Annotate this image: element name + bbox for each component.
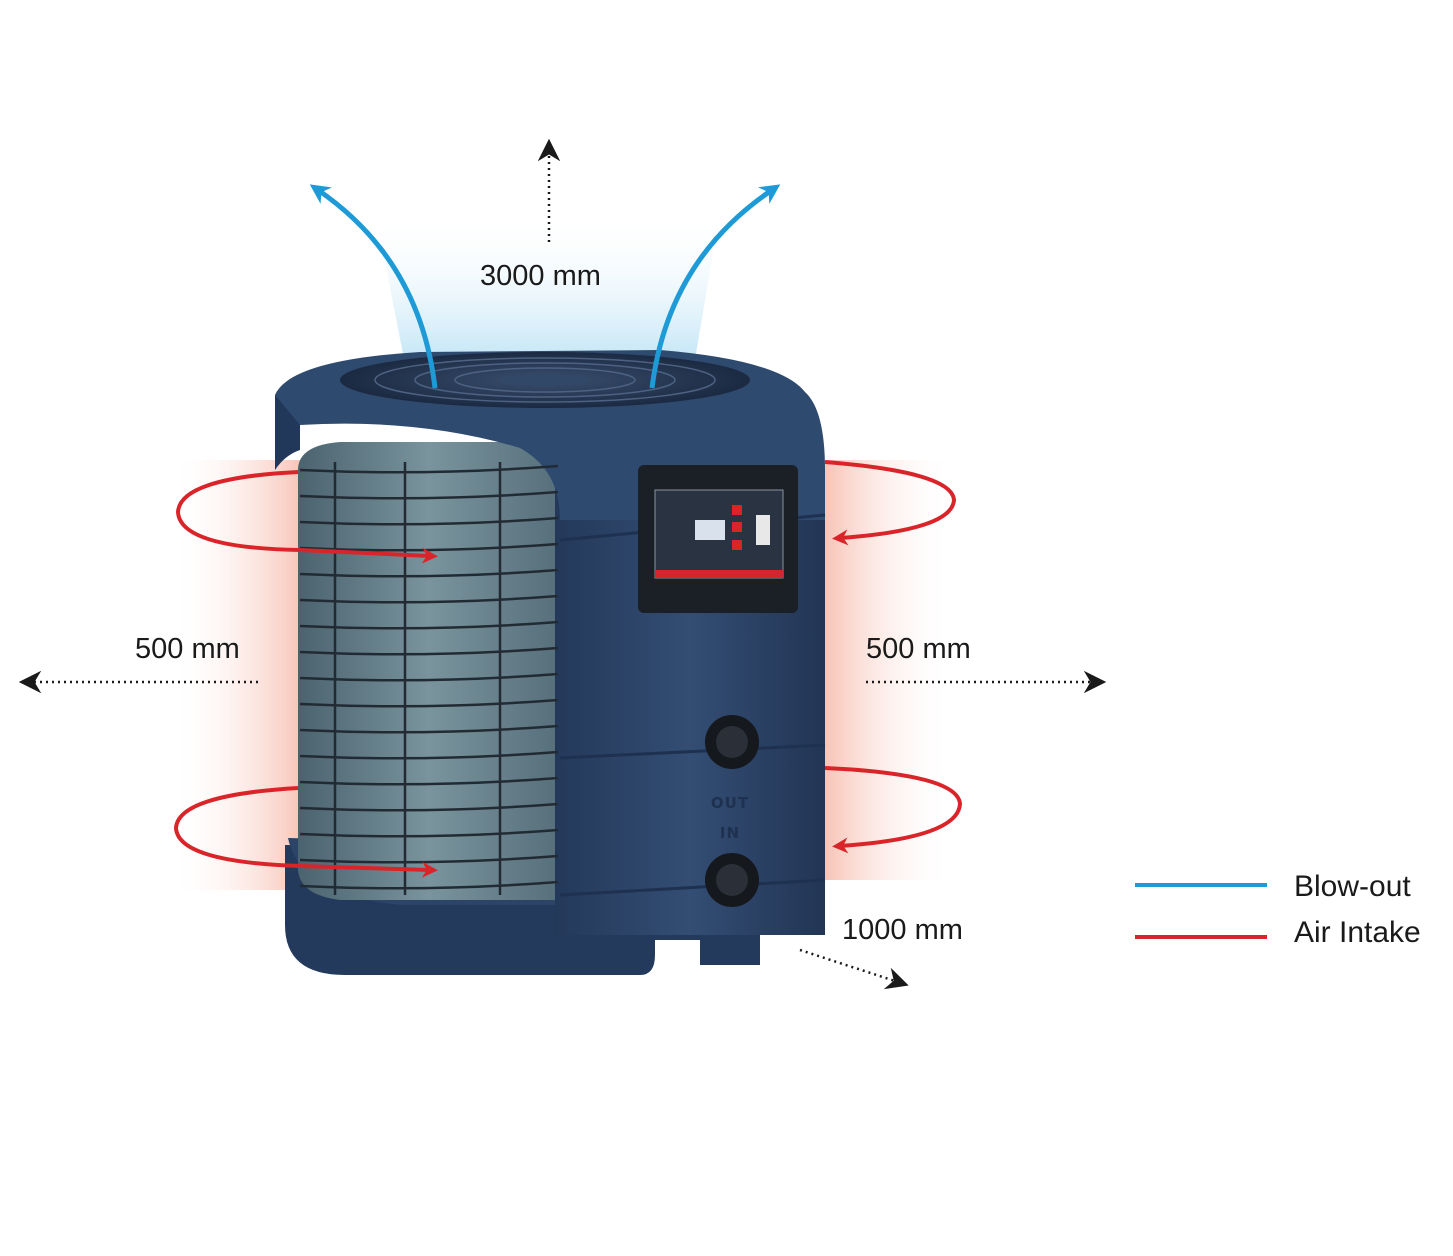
air-intake-arrow-left-lower <box>173 786 438 878</box>
coil-grille-rib <box>299 646 559 656</box>
clearance-label-front: 1000 mm <box>842 914 963 946</box>
legend-swatch-air-intake <box>1135 935 1267 939</box>
air-intake-arrow-left-upper <box>175 470 438 564</box>
port-label-out: OUT <box>711 794 749 812</box>
blow-out-glow <box>375 210 720 390</box>
coil-grille-rib <box>299 490 559 500</box>
clearance-label-top: 3000 mm <box>480 260 601 292</box>
blow-out-arrow-right <box>649 184 781 389</box>
coil-grille-rib <box>299 724 559 734</box>
coil-grille-rib <box>299 776 559 786</box>
clearance-label-left: 500 mm <box>135 633 240 665</box>
legend-label-air-intake: Air Intake <box>1294 916 1421 949</box>
coil-grille-rib <box>299 672 559 682</box>
air-intake-arrow-right-lower <box>824 766 963 854</box>
evaporator-coil <box>298 442 560 900</box>
blow-out-arrow-left <box>309 184 438 389</box>
coil-grille-rib <box>299 698 559 708</box>
air-intake-arrow-right-upper <box>824 460 957 546</box>
air-intake-glow-left <box>170 460 305 890</box>
clearance-label-right: 500 mm <box>866 633 971 665</box>
coil-grille-rib <box>299 568 559 578</box>
coil-grille-rib <box>299 880 559 890</box>
coil-grille <box>299 462 559 895</box>
legend-swatch-blow-out <box>1135 883 1267 887</box>
heat-pump-unit <box>275 350 826 975</box>
coil-grille-rib <box>299 594 559 604</box>
coil-grille-rib <box>299 464 559 474</box>
clearance-arrow-front <box>799 948 909 990</box>
legend-label-blow-out: Blow-out <box>1294 870 1411 903</box>
port-label-in: IN <box>720 824 740 842</box>
coil-grille-rib <box>299 802 559 812</box>
coil-grille-rib <box>299 828 559 838</box>
coil-grille-rib <box>299 620 559 630</box>
coil-grille-rib <box>299 516 559 526</box>
coil-grille-rib <box>299 750 559 760</box>
